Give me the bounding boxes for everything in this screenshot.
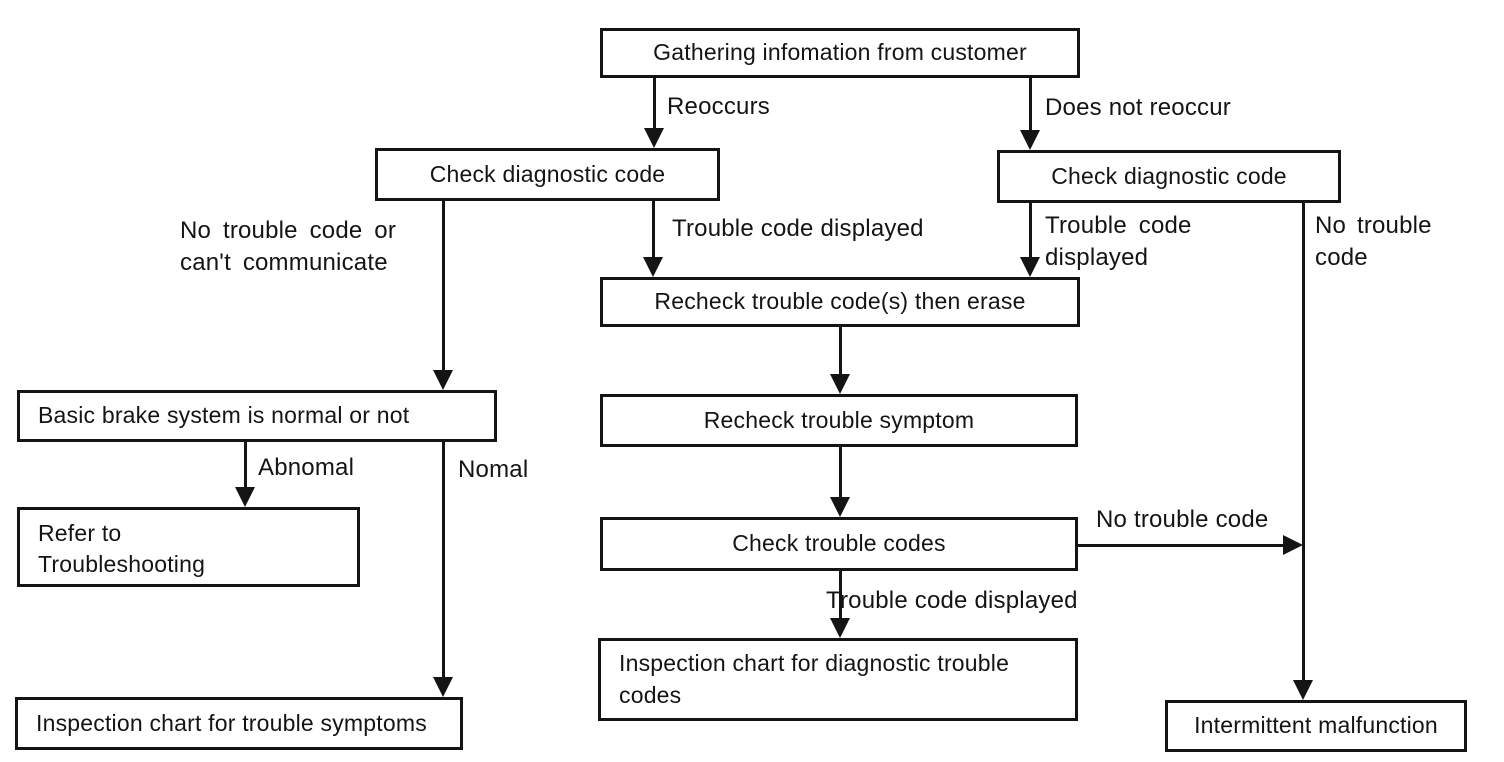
line [839, 327, 842, 376]
arrowhead-down-icon [830, 497, 850, 517]
line [653, 78, 656, 130]
node-check-diagnostic-code-right: Check diagnostic code [997, 150, 1341, 203]
node-label: Refer to Troubleshooting [38, 520, 206, 578]
edge-label-reoccurs: Reoccurs [667, 93, 770, 120]
line [1302, 203, 1305, 682]
edge-label-does-not-reoccur: Does not reoccur [1045, 94, 1231, 121]
edge-label-trouble-code-displayed-mid: Trouble code displayed [672, 215, 924, 242]
line [1029, 203, 1032, 259]
arrowhead-down-icon [1020, 130, 1040, 150]
arrowhead-right-icon [1283, 535, 1303, 555]
node-label: Inspection chart for diagnostic trouble … [619, 650, 1010, 708]
node-check-diagnostic-code-left: Check diagnostic code [375, 148, 720, 201]
node-refer-to-troubleshooting: Refer to Troubleshooting [17, 507, 360, 587]
arrowhead-down-icon [830, 618, 850, 638]
node-label: Recheck trouble code(s) then erase [654, 288, 1026, 315]
line [442, 201, 445, 372]
edge-label-no-trouble-code-or-cant-communicate: No trouble code or can't communicate [180, 217, 397, 277]
node-inspection-chart-diagnostic-trouble-codes: Inspection chart for diagnostic trouble … [598, 638, 1078, 721]
arrowhead-down-icon [644, 128, 664, 148]
edge-label-no-trouble-code-center: No trouble code [1096, 506, 1269, 533]
edge-label-trouble-code-displayed-right: Trouble code displayed [1045, 212, 1192, 272]
line [1029, 78, 1032, 132]
line [1078, 544, 1285, 547]
arrowhead-down-icon [433, 370, 453, 390]
node-intermittent-malfunction: Intermittent malfunction [1165, 700, 1467, 752]
node-label: Intermittent malfunction [1194, 712, 1438, 739]
node-gathering-information: Gathering infomation from customer [600, 28, 1080, 78]
node-label: Check diagnostic code [429, 160, 666, 187]
arrowhead-down-icon [235, 487, 255, 507]
line [839, 571, 842, 620]
arrowhead-down-icon [643, 257, 663, 277]
node-basic-brake-system-normal-or-not: Basic brake system is normal or not [17, 390, 497, 442]
edge-label-no-trouble-code-right: No trouble code [1315, 212, 1432, 272]
line [839, 447, 842, 499]
node-label: Check trouble codes [732, 530, 946, 557]
node-label: Inspection chart for trouble symptoms [36, 709, 427, 736]
node-label: Gathering infomation from customer [653, 39, 1027, 66]
node-recheck-trouble-codes-then-erase: Recheck trouble code(s) then erase [600, 277, 1080, 327]
node-check-trouble-codes: Check trouble codes [600, 517, 1078, 571]
line [244, 442, 247, 489]
line [652, 201, 655, 259]
node-label: Recheck trouble symptom [703, 406, 975, 433]
edge-label-nomal: Nomal [458, 456, 529, 483]
node-label: Basic brake system is normal or not [38, 402, 410, 429]
node-label: Check diagnostic code [1051, 162, 1287, 189]
node-inspection-chart-trouble-symptoms: Inspection chart for trouble symptoms [15, 697, 463, 750]
edge-label-abnomal: Abnomal [258, 454, 355, 481]
arrowhead-down-icon [830, 374, 850, 394]
line [442, 442, 445, 679]
edge-label-trouble-code-displayed-bottom: Trouble code displayed [826, 587, 1078, 614]
arrowhead-down-icon [1293, 680, 1313, 700]
arrowhead-down-icon [433, 677, 453, 697]
arrowhead-down-icon [1020, 257, 1040, 277]
node-recheck-trouble-symptom: Recheck trouble symptom [600, 394, 1078, 447]
